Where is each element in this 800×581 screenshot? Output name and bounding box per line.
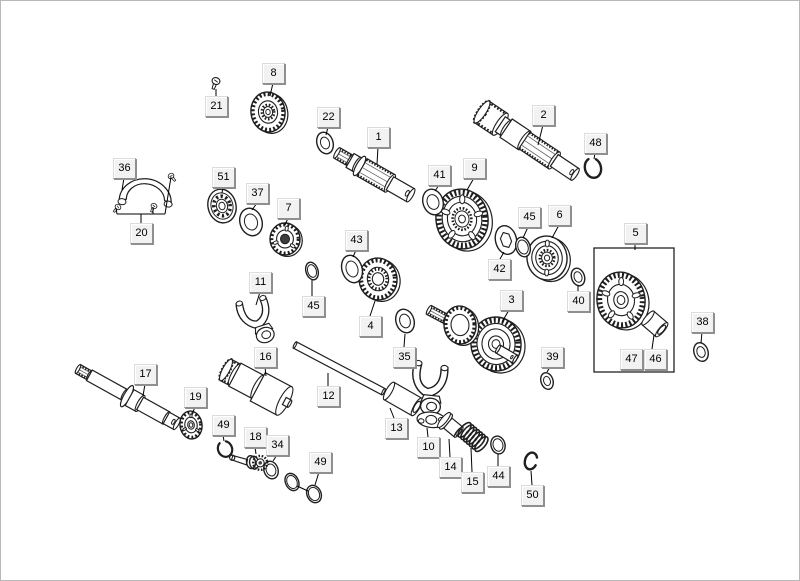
callout-3[interactable]: 3 [500, 290, 523, 311]
part-washer-37 [238, 207, 264, 237]
callout-51[interactable]: 51 [212, 167, 235, 188]
callout-50[interactable]: 50 [521, 485, 544, 506]
part-shift-drum-16 [218, 358, 294, 416]
part-bearing-retainer-20 [117, 178, 173, 208]
part-shift-fork-11 [235, 294, 275, 344]
part-bushing-46-47 [641, 310, 669, 338]
callout-18[interactable]: 18 [244, 427, 267, 448]
parts-group [74, 76, 709, 504]
callout-43[interactable]: 43 [345, 230, 368, 251]
part-screw-21 [211, 76, 221, 90]
callout-2[interactable]: 2 [532, 105, 555, 126]
callout-7[interactable]: 7 [277, 198, 300, 219]
part-ring-49-b1 [284, 472, 300, 492]
part-bevel-gear-8 [250, 91, 289, 134]
part-circlip-49-a [216, 440, 234, 458]
callout-38[interactable]: 38 [691, 312, 714, 333]
callout-21[interactable]: 21 [205, 96, 228, 117]
callout-48[interactable]: 48 [584, 133, 607, 154]
callout-13[interactable]: 13 [385, 418, 408, 439]
part-sector-gear-19 [179, 410, 203, 440]
part-e-clip-50 [523, 451, 539, 471]
part-washer-35 [394, 308, 416, 334]
callout-42[interactable]: 42 [488, 259, 511, 280]
part-gear-4 [358, 257, 401, 303]
part-main-shaft-1 [333, 146, 416, 203]
callout-20[interactable]: 20 [130, 223, 153, 244]
part-circlip-48 [583, 157, 603, 179]
callout-34[interactable]: 34 [266, 435, 289, 456]
callout-45-b[interactable]: 45 [302, 296, 325, 317]
part-ring-22 [315, 131, 335, 155]
part-ball-bearing-51 [207, 188, 237, 224]
part-ring-49-b2 [305, 484, 323, 504]
part-ring-44 [490, 435, 506, 455]
callout-1[interactable]: 1 [367, 127, 390, 148]
callout-6[interactable]: 6 [548, 205, 571, 226]
callout-4[interactable]: 4 [359, 316, 382, 337]
part-ring-39 [540, 372, 554, 390]
callout-39[interactable]: 39 [541, 347, 564, 368]
part-ring-38 [693, 342, 709, 362]
callout-10[interactable]: 10 [417, 437, 440, 458]
callout-22[interactable]: 22 [317, 107, 340, 128]
part-keyed-washer-42 [494, 225, 518, 255]
callout-12[interactable]: 12 [317, 386, 340, 407]
part-ring-45-a [514, 236, 532, 258]
part-ring-40 [570, 267, 586, 287]
part-clutch-hub-9 [435, 188, 493, 252]
part-spacer-sleeve-13 [382, 381, 423, 417]
part-drive-shaft-2 [472, 99, 580, 182]
callout-49-b[interactable]: 49 [309, 452, 332, 473]
callout-11[interactable]: 11 [249, 272, 272, 293]
callout-36[interactable]: 36 [113, 158, 136, 179]
part-gear-5 [596, 271, 650, 331]
part-washer-41 [421, 188, 445, 216]
part-fork-rod-12 [292, 341, 386, 396]
part-spring-15 [457, 421, 489, 453]
callout-41[interactable]: 41 [428, 165, 451, 186]
callout-47[interactable]: 47 [620, 349, 643, 370]
callout-8[interactable]: 8 [262, 63, 285, 84]
callout-19[interactable]: 19 [184, 387, 207, 408]
part-gear-shaft-end-3 [494, 344, 519, 364]
part-pinion-3 [443, 305, 480, 347]
part-selector-hub-6 [526, 235, 571, 283]
callout-16[interactable]: 16 [254, 347, 277, 368]
callout-37[interactable]: 37 [246, 183, 269, 204]
part-gearchange-shaft-17 [74, 363, 181, 431]
callout-9[interactable]: 9 [463, 158, 486, 179]
part-detail-box-5 [593, 247, 675, 373]
callout-40[interactable]: 40 [567, 291, 590, 312]
callout-49-a[interactable]: 49 [212, 415, 235, 436]
part-detent-18 [229, 454, 269, 472]
part-ring-45-b [304, 261, 320, 281]
callout-35[interactable]: 35 [393, 347, 416, 368]
callout-5[interactable]: 5 [624, 223, 647, 244]
callout-17[interactable]: 17 [134, 364, 157, 385]
callout-15[interactable]: 15 [461, 472, 484, 493]
part-gear-7 [269, 222, 303, 258]
callout-44[interactable]: 44 [487, 466, 510, 487]
callout-14[interactable]: 14 [439, 457, 462, 478]
callout-45-a[interactable]: 45 [518, 207, 541, 228]
part-washer-43 [340, 254, 364, 284]
callout-46[interactable]: 46 [644, 349, 667, 370]
